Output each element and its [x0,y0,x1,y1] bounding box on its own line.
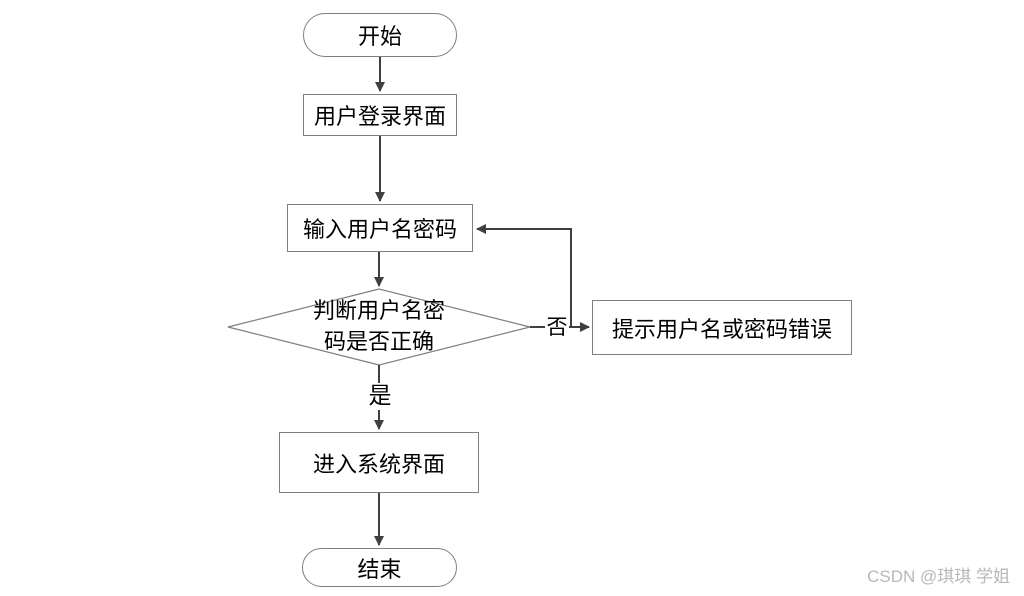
edge-error-loop-to-input [476,224,572,327]
node-end: 结束 [302,548,457,587]
decision-text-line2: 码是否正确 [323,330,434,355]
node-check-credentials: 判断用户名密 码是否正确 [289,296,469,358]
node-input-credentials: 输入用户名密码 [287,204,473,252]
csdn-watermark: CSDN @琪琪 学姐 [867,567,1010,586]
node-login-screen: 用户登录界面 [303,94,457,136]
decision-text-line1: 判断用户名密 [312,299,445,324]
edge-label-no: 否 [545,315,569,339]
edge-label-yes: 是 [365,383,395,410]
node-start: 开始 [303,13,457,57]
node-error-prompt: 提示用户名或密码错误 [592,300,852,355]
node-system-screen: 进入系统界面 [279,432,479,493]
